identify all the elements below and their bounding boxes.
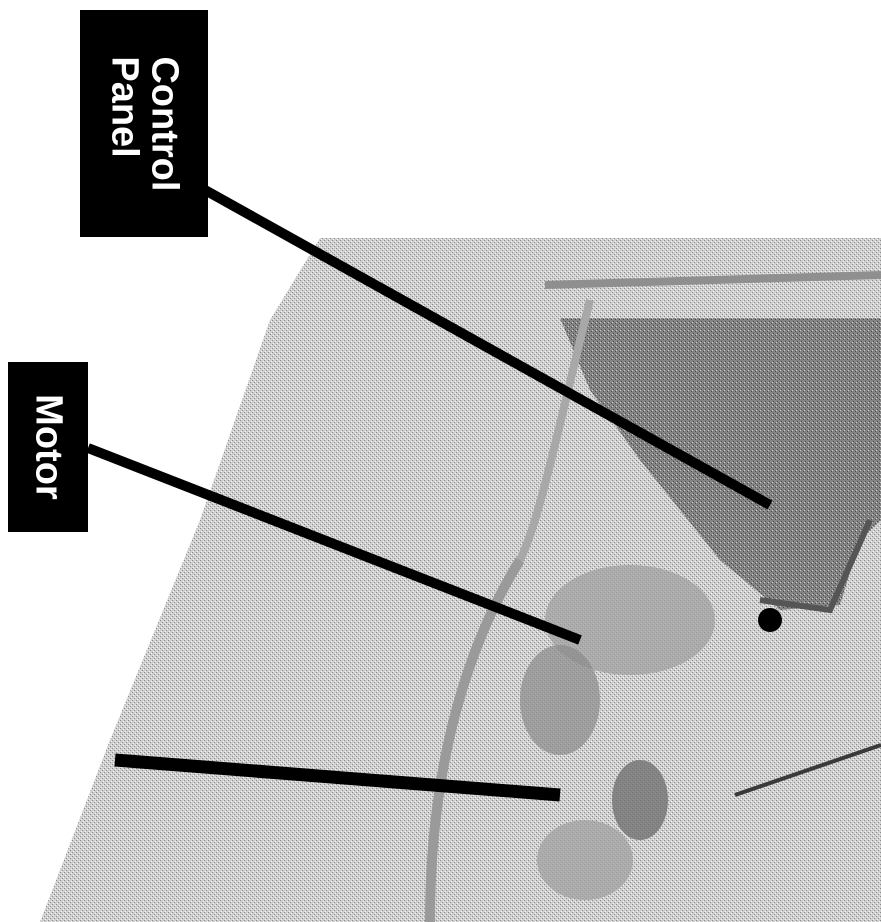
motor-gear — [612, 760, 668, 840]
motor-hub — [520, 645, 600, 755]
motor-label: Motor — [8, 362, 88, 532]
motor-wheel — [537, 820, 633, 900]
pivot-dot — [758, 608, 782, 632]
motor-label-text: Motor — [28, 394, 68, 500]
control-panel-label-text: Control Panel — [104, 56, 184, 191]
control-panel-label: Control Panel — [80, 10, 208, 237]
